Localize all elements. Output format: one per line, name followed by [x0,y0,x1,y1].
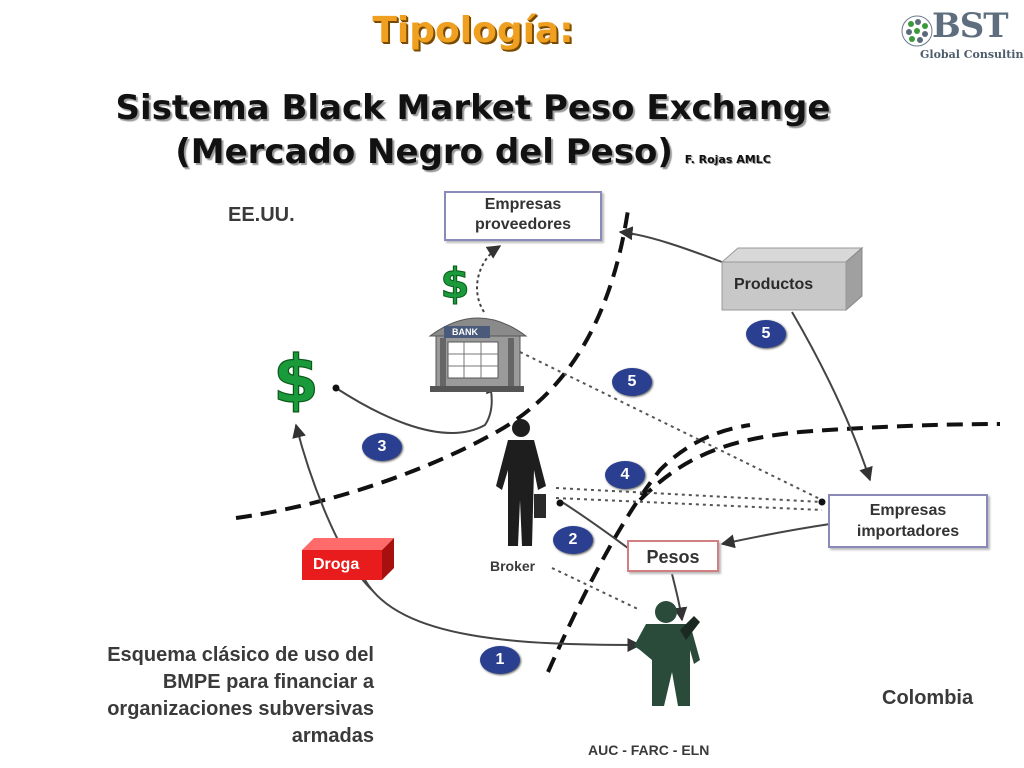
step-marker-5-bank: 5 [612,368,652,396]
empresas-importadores-line2: importadores [856,523,960,540]
slide-title: Tipología: [372,10,574,51]
arrow-bank-to-empresas-prov [476,245,502,313]
logo-subtitle: Global Consulting [920,48,1024,61]
empresas-proveedores-box: Empresas proveedores [444,191,602,241]
dollar-icon-small: $ [440,259,469,308]
globe-icon [901,15,933,47]
step-marker-1: 1 [480,646,520,674]
bank-icon [428,317,528,392]
productos-box-shape [720,246,864,312]
caption-line-2: BMPE para financiar a [162,671,374,693]
dotted-broker-to-importadores-2 [555,497,823,511]
droga-label: Droga [313,556,360,573]
bank-sign: BANK [452,327,478,337]
step-marker-2: 2 [553,526,593,554]
logo-wordmark: BST [932,6,1009,46]
arrow-productos-to-empresas-prov [618,226,723,263]
empresas-proveedores-line2: proveedores [474,216,572,233]
empresas-importadores-line1: Empresas [869,502,947,519]
title-line-2: (Mercado Negro del Peso) F. Rojas AMLC [0,130,946,182]
title-line-2-text: (Mercado Negro del Peso) [175,132,673,172]
broker-label: Broker [490,558,536,574]
productos-label: Productos [734,276,814,293]
arrow-droga-to-guerrilla [364,579,642,652]
arrow-productos-to-importadores [791,311,873,482]
author-credit: F. Rojas AMLC [684,153,771,166]
diagram-caption: Esquema clásico de uso del BMPE para fin… [40,642,374,750]
dotted-broker-to-importadores [555,487,823,503]
broker-figure [496,419,546,546]
caption-line-3: organizaciones subversivas [107,698,374,720]
arrow-dollar-to-bank [335,378,500,434]
dollar-icon-large: $ [273,341,319,418]
empresas-importadores-box: Empresas importadores [828,494,988,548]
border-line-us-left [235,209,630,520]
caption-line-1: Esquema clásico de uso del [107,644,374,666]
step-marker-3: 3 [362,433,402,461]
region-label-us: EE.UU. [228,204,295,226]
dotted-bank-to-importadores [519,351,823,501]
border-line-colombia-top [638,422,1001,502]
region-label-colombia: Colombia [882,687,974,709]
diagram-title: Sistema Black Market Peso Exchange (Merc… [0,86,946,182]
arrow-pesos-to-guerrilla [671,573,688,622]
dotted-broker-to-guerrilla [551,567,641,611]
droga-box-shape [302,538,394,580]
border-line-colombia-left [546,423,751,673]
step-marker-4: 4 [605,461,645,489]
step-marker-5-productos: 5 [746,320,786,348]
company-logo: BST Global Consulting [898,6,1024,64]
pesos-box: Pesos [627,540,719,572]
title-line-1: Sistema Black Market Peso Exchange [115,88,831,128]
guerrilla-figure [634,601,700,706]
caption-line-4: armadas [291,725,374,747]
empresas-proveedores-line1: Empresas [484,196,562,213]
armed-groups-label: AUC - FARC - ELN [588,742,710,758]
arrow-broker-to-pesos [561,501,629,549]
arrow-importadores-to-pesos [720,523,831,549]
